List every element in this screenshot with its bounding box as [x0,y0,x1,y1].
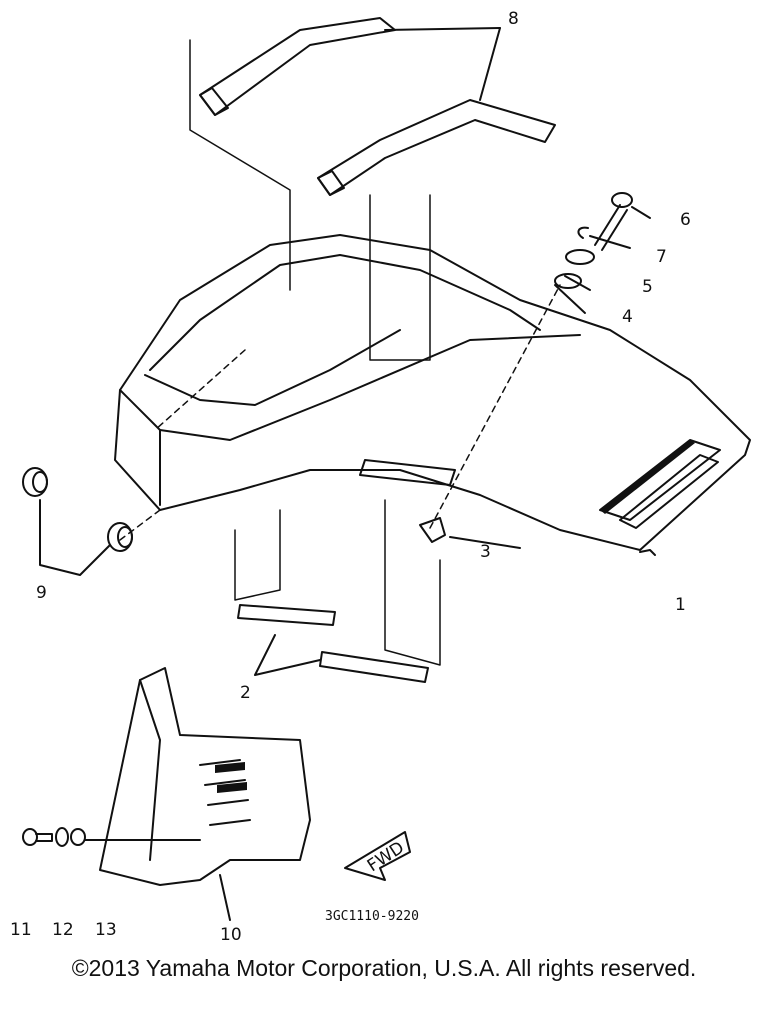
lower-cover [99,667,311,886]
copyright-notice: ©2013 Yamaha Motor Corporation, U.S.A. A… [71,955,697,981]
part-label-5: 5 [642,277,653,297]
seal-strip [319,651,429,683]
washer-small [55,827,69,847]
part-label-4: 4 [622,307,633,327]
part-label-1: 1 [675,595,686,615]
mount-grommet [22,467,48,497]
part-label-11: 11 [10,920,32,940]
washer [565,249,595,265]
top-cover-strip [199,17,396,116]
part-label-8: 8 [508,9,519,29]
collar [554,273,582,289]
nut [70,828,86,846]
part-label-7: 7 [656,247,667,267]
part-label-12: 12 [52,920,74,940]
spring-clip [577,226,589,239]
screw [22,828,53,846]
drawing-code: 3GC1110-9220 [325,909,419,924]
mount-grommet [107,522,133,552]
seal-strip [237,604,336,626]
engine-cover [114,234,751,551]
fwd-arrow [344,831,411,881]
part-label-10: 10 [220,925,242,945]
cover-clip [419,517,446,543]
part-label-9: 9 [36,583,47,603]
bolt [594,192,633,251]
top-cover-strip [317,99,556,196]
part-label-3: 3 [480,542,491,562]
part-label-13: 13 [95,920,117,940]
part-label-6: 6 [680,210,691,230]
part-label-2: 2 [240,683,251,703]
